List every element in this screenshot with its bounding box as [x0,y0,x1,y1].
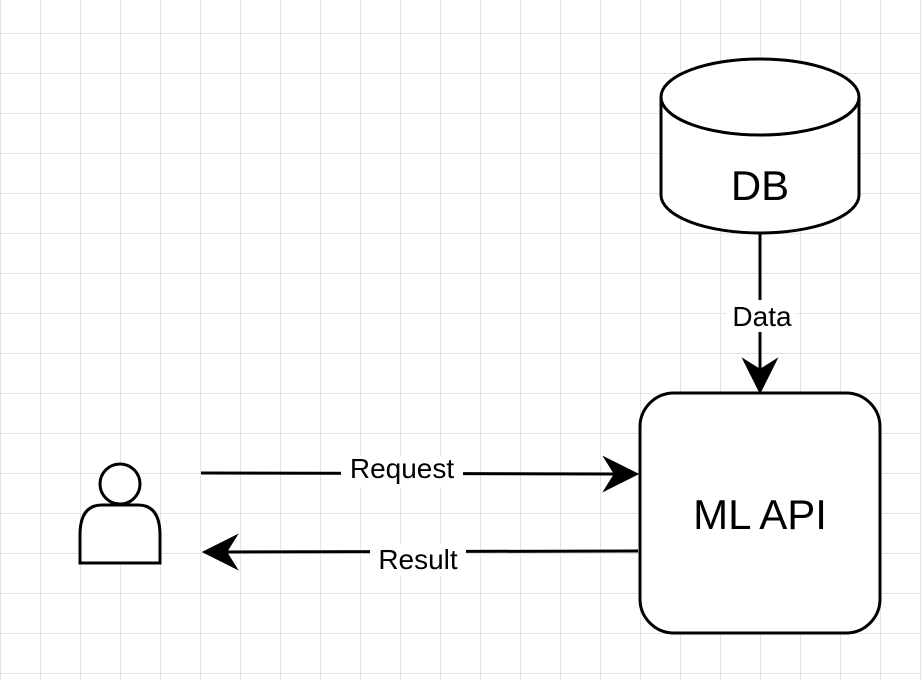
db-cylinder-top [659,57,861,137]
result-edge-label: Result [378,544,458,575]
ml-api-box [638,391,882,635]
user-actor[interactable] [78,462,162,565]
request-edge[interactable]: Request [200,453,640,493]
person-icon [78,462,162,565]
data-edge[interactable]: Data [726,233,796,395]
result-arrowhead [201,533,239,571]
result-edge-label-bg [370,544,466,576]
result-edge[interactable]: Result [201,533,639,576]
data-edge-label-bg [726,300,796,332]
person-body [78,503,162,565]
ml-api-label: ML API [693,491,827,538]
db-node[interactable]: DB [659,57,861,235]
request-arrowhead [602,455,640,493]
data-arrowhead [741,357,779,395]
data-edge-label: Data [732,301,792,332]
db-label: DB [731,162,789,209]
ml-api-node[interactable]: ML API [638,391,882,635]
request-edge-label-bg [341,455,463,487]
person-head [98,462,142,506]
request-edge-label: Request [350,453,455,484]
